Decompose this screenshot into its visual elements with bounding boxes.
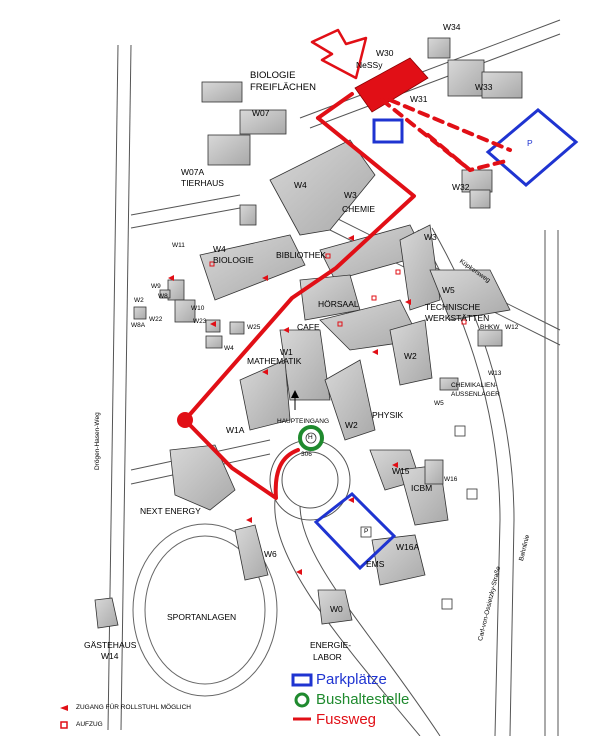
footpath <box>183 92 512 500</box>
label-technische-1: TECHNISCHE <box>425 302 481 312</box>
label-w32: W32 <box>452 182 470 192</box>
label-w2b: W2 <box>134 297 144 304</box>
label-technische-2: WERKSTÄTTEN <box>425 313 490 323</box>
label-w5: W5 <box>442 285 455 295</box>
label-w9: W9 <box>151 283 161 290</box>
label-chemikalien-2: AUSSENLAGER <box>451 391 500 398</box>
label-hoersaal: HÖRSAAL <box>318 299 359 309</box>
label-w30: W30 <box>376 48 394 58</box>
parking-symbol-w33: P <box>527 138 533 148</box>
label-w14: W14 <box>101 651 119 661</box>
label-w34: W34 <box>443 22 461 32</box>
parking-symbol-ems: P <box>364 528 369 535</box>
label-w33: W33 <box>475 82 493 92</box>
label-w6: W6 <box>264 549 277 559</box>
label-w07: W07 <box>252 108 270 118</box>
label-w8a: W8A <box>131 322 146 329</box>
label-next-energy: NEXT ENERGY <box>140 506 201 516</box>
label-bhkw: BHKW <box>480 324 500 331</box>
label-gaestehaus: GÄSTEHAUS <box>84 640 137 650</box>
label-haupteingang: HAUPTEINGANG <box>277 418 330 425</box>
label-w25: W25 <box>247 324 261 331</box>
label-w1: W1 <box>280 347 293 357</box>
label-droegen-hasen-weg: Drögen-Hasen-Weg <box>94 412 101 470</box>
label-energielabor-1: ENERGIE- <box>310 640 352 650</box>
bus-stop <box>298 425 324 451</box>
label-w12: W12 <box>505 324 519 331</box>
label-w4b: W4 <box>213 244 226 254</box>
legend-path: Fussweg <box>316 711 377 728</box>
label-cafe: CAFE <box>297 322 320 332</box>
legend-bus: Bushaltestelle <box>316 691 410 708</box>
label-bibliothek: BIBLIOTHEK <box>276 250 327 260</box>
label-w4c: W4 <box>224 345 234 352</box>
label-w3: W3 <box>344 190 357 200</box>
elevator-markers <box>209 253 467 327</box>
label-ems: EMS <box>366 559 385 569</box>
footpath-node <box>177 412 193 428</box>
label-biologie: BIOLOGIE <box>213 255 254 265</box>
bus-stop-symbol: H <box>308 434 313 441</box>
legend-elevator: AUFZUG <box>76 721 103 728</box>
label-energielabor-2: LABOR <box>313 652 342 662</box>
label-w10: W10 <box>191 305 205 312</box>
label-w2: W2 <box>404 351 417 361</box>
label-tierhaus: TIERHAUS <box>181 178 224 188</box>
label-w23: W23 <box>193 318 207 325</box>
roundabout <box>269 439 351 521</box>
label-biologie-freiflaechen-2: FREIFLÄCHEN <box>250 82 316 93</box>
label-w2c: W2 <box>345 420 358 430</box>
label-mathematik: MATHEMATIK <box>247 356 302 366</box>
label-w1a: W1A <box>226 425 245 435</box>
parking-symbols <box>360 425 478 610</box>
label-nessy: NeSSy <box>356 60 383 70</box>
label-w11: W11 <box>172 242 185 249</box>
label-physik: PHYSIK <box>372 410 404 420</box>
nessy-arrow <box>310 28 368 80</box>
label-w8: W8 <box>158 293 168 300</box>
label-w3b: W3 <box>424 232 437 242</box>
label-w22: W22 <box>149 316 163 323</box>
label-w13: W13 <box>488 370 502 377</box>
legend-parking: Parkplätze <box>316 671 387 688</box>
label-w0: W0 <box>330 604 343 614</box>
nessy-building <box>354 57 429 113</box>
legend-symbols <box>60 673 313 729</box>
label-biologie-freiflaechen-1: BIOLOGIE <box>250 70 296 81</box>
parking-areas <box>313 108 579 571</box>
label-w5b: W5 <box>434 400 444 407</box>
buildings <box>94 37 523 629</box>
label-icbm: ICBM <box>411 483 433 493</box>
label-w31: W31 <box>410 94 428 104</box>
access-markers <box>168 235 411 575</box>
label-w4: W4 <box>294 180 307 190</box>
legend-wheelchair: ZUGANG FÜR ROLLSTUHL MÖGLICH <box>76 704 191 711</box>
label-w15: W15 <box>392 466 410 476</box>
label-w07a: W07A <box>181 167 205 177</box>
label-w16: W16 <box>444 476 458 483</box>
entrance-arrow <box>291 390 299 410</box>
label-sportanlagen: SPORTANLAGEN <box>167 612 237 622</box>
label-chemie: CHEMIE <box>342 204 376 214</box>
label-chemikalien-1: CHEMIKALIEN- <box>451 382 498 389</box>
label-bus-stop-number: 306 <box>301 451 312 458</box>
label-w16a: W16A <box>396 542 420 552</box>
